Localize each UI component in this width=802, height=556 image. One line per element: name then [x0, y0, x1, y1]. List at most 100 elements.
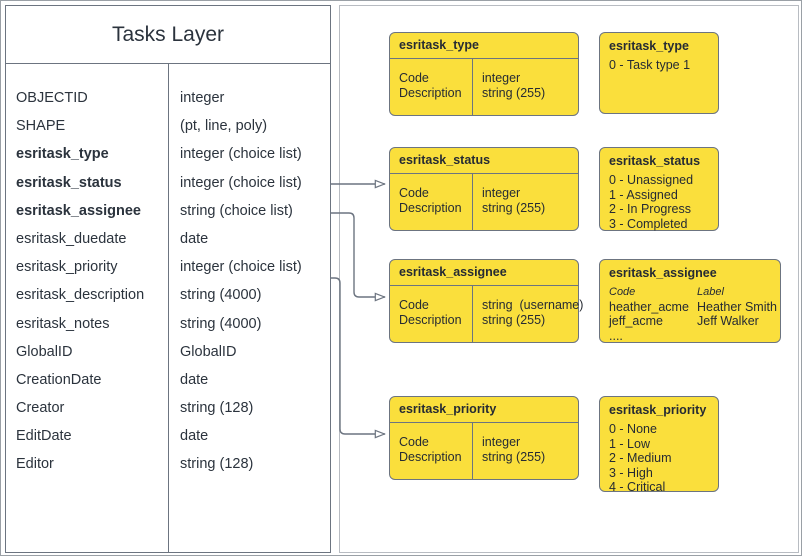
definition-title: esritask_assignee: [390, 260, 578, 286]
entity-field-type: string (128): [180, 400, 254, 417]
definition-box-esritask-type[interactable]: esritask_type Code Description integer s…: [389, 32, 579, 116]
definition-box-esritask-assignee[interactable]: esritask_assignee Code Description strin…: [389, 259, 583, 343]
definition-field-types: string (username) string (255): [482, 298, 583, 328]
assignee-code: heather_acme: [609, 299, 689, 314]
entity-field-name: CreationDate: [16, 371, 102, 388]
assignee-header-code: Code: [609, 286, 636, 298]
entity-field-row: esritask_priority integer (choice list): [6, 259, 330, 287]
definition-title: esritask_status: [390, 148, 578, 174]
entity-field-type: (pt, line, poly): [180, 118, 268, 135]
assignee-code: ....: [609, 328, 623, 343]
entity-field-row: esritask_duedate date: [6, 231, 330, 259]
definition-body: Code Description integer string (255): [390, 174, 578, 230]
value-item: 2 - Medium: [609, 451, 672, 465]
assignee-label: Heather Smith: [697, 299, 777, 314]
entity-field-type: string (choice list): [180, 202, 293, 219]
definition-field-names: Code Description: [399, 186, 462, 216]
entity-field-name: esritask_status: [16, 174, 122, 191]
definition-body: Code Description string (username) strin…: [390, 286, 583, 342]
value-item: 4 - Critical: [609, 480, 666, 494]
entity-field-type: date: [180, 371, 209, 388]
value-box-esritask-assignee[interactable]: esritask_assignee Code Label heather_acme H…: [599, 259, 781, 343]
entity-field-name: OBJECTID: [16, 90, 88, 106]
definition-field-description: Description: [399, 86, 462, 100]
entity-field-row: SHAPE (pt, line, poly): [6, 118, 330, 146]
value-box-title: esritask_type: [609, 39, 689, 53]
value-item: 3 - Completed: [609, 216, 688, 231]
entity-field-name: esritask_duedate: [16, 230, 127, 247]
entity-field-row: GlobalID GlobalID: [6, 344, 330, 372]
definition-title: esritask_priority: [390, 397, 578, 423]
definition-type-code: integer: [482, 186, 521, 200]
definition-type-code: integer: [482, 435, 521, 449]
entity-field-name: esritask_priority: [16, 259, 118, 276]
entity-field-name: SHAPE: [16, 118, 66, 135]
definition-field-names: Code Description: [399, 298, 462, 328]
entity-title: Tasks Layer: [6, 6, 330, 64]
definition-field-code: Code: [399, 435, 429, 449]
value-item: 0 - Task type 1: [609, 58, 691, 72]
value-item: 2 - In Progress: [609, 202, 691, 216]
entity-field-type: date: [180, 230, 209, 247]
entity-field-row: Creator string (128): [6, 400, 330, 428]
definition-box-esritask-status[interactable]: esritask_status Code Description integer…: [389, 147, 579, 231]
entity-field-type: GlobalID: [180, 343, 237, 360]
definition-field-code: Code: [399, 71, 429, 85]
entity-field-type: integer (choice list): [180, 259, 302, 276]
definition-divider: [472, 423, 473, 479]
definition-type-description: string (255): [482, 86, 546, 100]
entity-field-name: Creator: [16, 400, 65, 417]
assignee-header-label: Label: [697, 286, 724, 298]
definition-type-description: string (255): [482, 201, 546, 215]
entity-field-type: string (4000): [180, 287, 262, 304]
definition-field-types: integer string (255): [482, 186, 545, 216]
definition-type-description: string (255): [482, 450, 546, 464]
value-item: 1 - Low: [609, 436, 650, 451]
definition-box-esritask-priority[interactable]: esritask_priority Code Description integ…: [389, 396, 579, 480]
assignee-row: heather_acme Heather Smith: [609, 300, 780, 315]
value-item: 0 - None: [609, 422, 657, 436]
assignee-row: jeff_acme Jeff Walker: [609, 314, 780, 329]
value-box-esritask-type[interactable]: esritask_type 0 - Task type 1: [599, 32, 719, 114]
assignee-header-row: Code Label: [609, 285, 780, 300]
entity-field-name: esritask_notes: [16, 315, 110, 332]
entity-field-type: string (4000): [180, 315, 262, 332]
definition-divider: [472, 174, 473, 230]
entity-field-name: esritask_assignee: [16, 202, 141, 219]
assignee-row: ....: [609, 329, 780, 344]
definition-title: esritask_type: [390, 33, 578, 59]
assignee-label: Jeff Walker: [697, 314, 759, 328]
definition-type-code: integer: [482, 71, 521, 85]
entity-field-type: integer (choice list): [180, 174, 302, 191]
entity-field-row: esritask_assignee string (choice list): [6, 203, 330, 231]
definition-body: Code Description integer string (255): [390, 59, 578, 115]
entity-field-name: Editor: [16, 456, 54, 473]
definition-field-types: integer string (255): [482, 71, 545, 101]
entity-field-row: esritask_notes string (4000): [6, 316, 330, 344]
value-box-title: esritask_assignee: [609, 266, 717, 280]
entity-column-divider: [168, 64, 169, 552]
definition-field-description: Description: [399, 313, 462, 327]
entity-field-row: esritask_status integer (choice list): [6, 175, 330, 203]
value-item: 1 - Assigned: [609, 187, 678, 202]
definition-divider: [472, 59, 473, 115]
entity-field-type: date: [180, 428, 209, 445]
definition-type-code: string (username): [482, 298, 584, 312]
assignee-code: jeff_acme: [609, 314, 663, 328]
definition-type-description: string (255): [482, 313, 546, 327]
entity-field-name: GlobalID: [16, 343, 73, 360]
definition-field-description: Description: [399, 450, 462, 464]
